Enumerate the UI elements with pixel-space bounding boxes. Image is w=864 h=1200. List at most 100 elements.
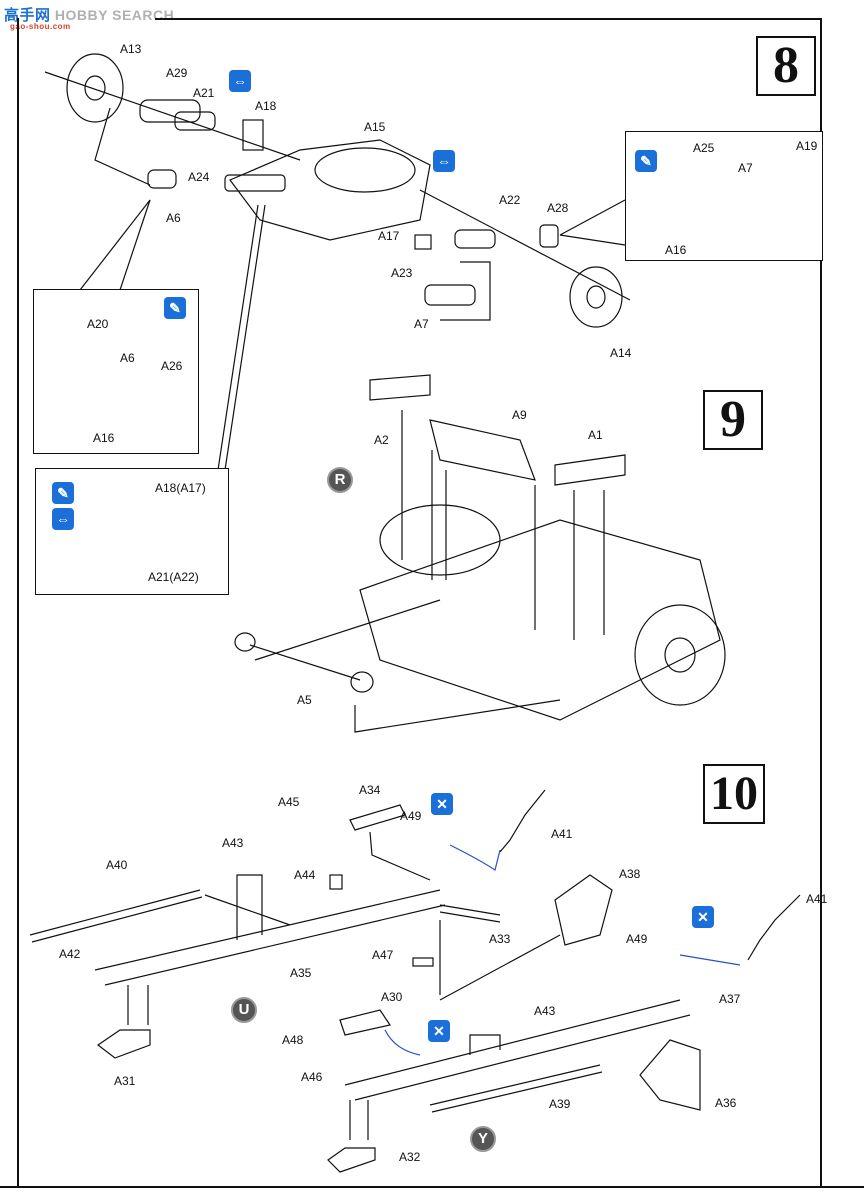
label-a43-upper: A43 [222,836,244,850]
label-a5: A5 [297,693,312,707]
part-a18 [242,119,264,151]
watermark-sub: gao-shou.com [10,22,71,31]
label-a20: A20 [87,317,109,331]
step-number-8: 8 [756,36,816,96]
step-number-9: 9 [703,390,763,450]
label-a30: A30 [381,990,403,1004]
label-a41-upper: A41 [551,827,573,841]
frame-top [155,18,821,20]
label-a38: A38 [619,867,641,881]
label-a18: A18 [255,99,277,113]
part-a34 [349,804,406,831]
label-a23: A23 [391,266,413,280]
part-a39 [429,1064,601,1106]
step-number-10: 10 [703,764,765,824]
no-glue-icon: ✕ [692,906,714,928]
frame-left [17,18,19,1188]
guide-a6 [94,107,151,186]
label-a35: A35 [290,966,312,980]
label-a32: A32 [399,1150,421,1164]
label-a15: A15 [364,120,386,134]
axle-guide-left [44,71,301,161]
label-a13: A13 [120,42,142,56]
label-a45: A45 [278,795,300,809]
marker-r: R [327,467,353,493]
marker-u: U [231,997,257,1023]
label-a6-inset: A6 [120,351,135,365]
label-a37: A37 [719,992,741,1006]
label-a1: A1 [588,428,603,442]
label-a21: A21 [193,86,215,100]
label-a25: A25 [693,141,715,155]
label-a31: A31 [114,1074,136,1088]
label-a49-lower: A49 [626,932,648,946]
part-a43-lower [469,1034,501,1055]
frame-right [820,18,822,1188]
label-a43-lower: A43 [534,1004,556,1018]
label-a39: A39 [549,1097,571,1111]
label-a42: A42 [59,947,81,961]
label-a2: A2 [374,433,389,447]
marker-y: Y [470,1126,496,1152]
label-a6: A6 [166,211,181,225]
watermark: 高手网 HOBBY SEARCH gao-shou.com [4,4,175,31]
paint-brush-icon: ✎ [52,482,74,504]
housing-a15 [229,139,431,241]
label-a24: A24 [188,170,210,184]
part-a47 [412,957,434,967]
label-a22: A22 [499,193,521,207]
part-a2 [369,374,431,401]
no-glue-icon: ✕ [428,1020,450,1042]
part-a41-upper [499,789,546,853]
either-way-icon: ⇔ [433,150,455,172]
part-a33 [439,904,501,916]
watermark-text: HOBBY SEARCH [54,7,175,23]
part-a43 [236,874,263,897]
wheel-hub-a13 [66,53,124,123]
label-a29: A29 [166,66,188,80]
label-a36: A36 [715,1096,737,1110]
part-a38 [554,874,613,946]
label-a17: A17 [378,229,400,243]
part-a32 [327,1147,376,1173]
label-a33: A33 [489,932,511,946]
part-a28 [539,224,559,248]
part-a29-a21 [139,99,201,123]
either-way-icon: ⇔ [52,508,74,530]
part-a23 [414,234,432,250]
paint-brush-icon: ✎ [164,297,186,319]
label-a34: A34 [359,783,381,797]
watermark-cn: 高手网 [4,7,51,24]
frame-bottom [0,1186,864,1188]
part-a6 [147,169,177,189]
part-a44 [329,874,343,890]
label-a9: A9 [512,408,527,422]
label-a16-right: A16 [665,243,687,257]
part-a1 [554,454,626,486]
part-a22 [454,229,496,249]
drive-sprocket [634,604,726,706]
axle-guide-right [419,189,631,301]
label-a7: A7 [414,317,429,331]
beam-a37 [344,999,681,1086]
label-a18-a17: A18(A17) [155,481,206,495]
label-a21-a22: A21(A22) [148,570,199,584]
label-a44: A44 [294,868,316,882]
either-way-icon: ⇔ [229,70,251,92]
label-a19: A19 [796,139,818,153]
label-a16-left: A16 [93,431,115,445]
paint-brush-icon: ✎ [635,150,657,172]
label-a47: A47 [372,948,394,962]
label-a26: A26 [161,359,183,373]
part-a5-rod [249,644,361,681]
label-a46: A46 [301,1070,323,1084]
label-a28: A28 [547,201,569,215]
no-glue-icon: ✕ [431,793,453,815]
wire-lines [384,844,741,1056]
part-a31 [96,1029,151,1059]
part-a41-lower [747,894,801,961]
label-a7-inset: A7 [738,161,753,175]
part-a9 [429,419,536,481]
label-a40: A40 [106,858,128,872]
